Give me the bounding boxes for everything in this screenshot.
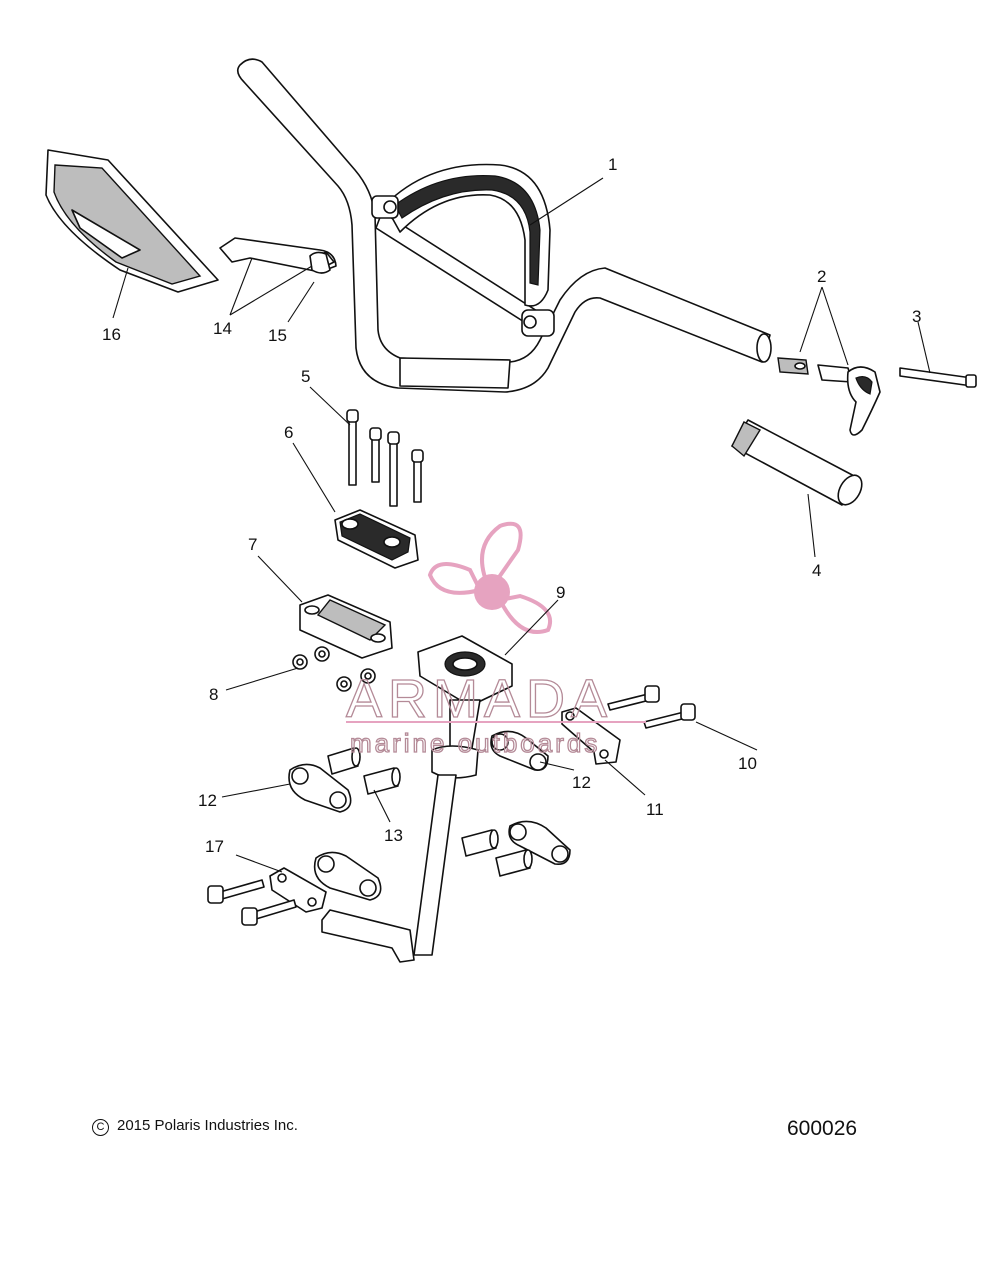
nut-set-part xyxy=(292,646,376,692)
mirror-part xyxy=(45,149,219,293)
copyright-notice: C 2015 Polaris Industries Inc. xyxy=(92,1117,298,1136)
riser-clamp-part xyxy=(288,730,571,866)
callout-labels: 1 2 3 4 5 6 7 8 9 10 11 12 12 13 14 15 1… xyxy=(102,155,921,856)
callout-9: 9 xyxy=(556,583,565,602)
callout-12a: 12 xyxy=(198,791,217,810)
diagram-number: 600026 xyxy=(787,1117,858,1140)
callout-10: 10 xyxy=(738,754,757,773)
callout-4: 4 xyxy=(812,561,821,580)
copyright-text: 2015 Polaris Industries Inc. xyxy=(117,1117,298,1134)
armada-watermark: ARMADA marine outboards xyxy=(345,521,646,759)
watermark-brand: ARMADA xyxy=(346,669,613,729)
callout-11: 11 xyxy=(646,800,664,819)
handlebar-part xyxy=(236,58,772,393)
callout-13: 13 xyxy=(384,826,403,845)
copyright-symbol: C xyxy=(92,1119,109,1136)
callout-3: 3 xyxy=(912,307,921,326)
callout-7: 7 xyxy=(248,535,257,554)
grip-part xyxy=(731,419,863,506)
callout-12b: 12 xyxy=(572,773,591,792)
callout-14: 14 xyxy=(213,319,232,338)
lower-bracket-part xyxy=(207,851,382,926)
bolt-set-part xyxy=(346,409,424,507)
spacer-part xyxy=(327,747,533,877)
callout-1: 1 xyxy=(608,155,617,174)
mount-bolt-part xyxy=(607,685,696,729)
lever-part xyxy=(219,237,337,274)
callout-15: 15 xyxy=(268,326,287,345)
callout-2: 2 xyxy=(817,267,826,286)
steering-post-part xyxy=(321,635,513,963)
callout-5: 5 xyxy=(301,367,310,386)
lower-clamp-part xyxy=(299,594,393,659)
leader-lines xyxy=(112,177,931,873)
watermark-logo-hub xyxy=(474,574,510,610)
watermark-tagline: marine outboards xyxy=(350,728,600,758)
callout-16: 16 xyxy=(102,325,121,344)
callout-8: 8 xyxy=(209,685,218,704)
throttle-part xyxy=(777,357,977,436)
callout-6: 6 xyxy=(284,423,293,442)
upper-clamp-part xyxy=(334,509,419,569)
callout-17: 17 xyxy=(205,837,224,856)
